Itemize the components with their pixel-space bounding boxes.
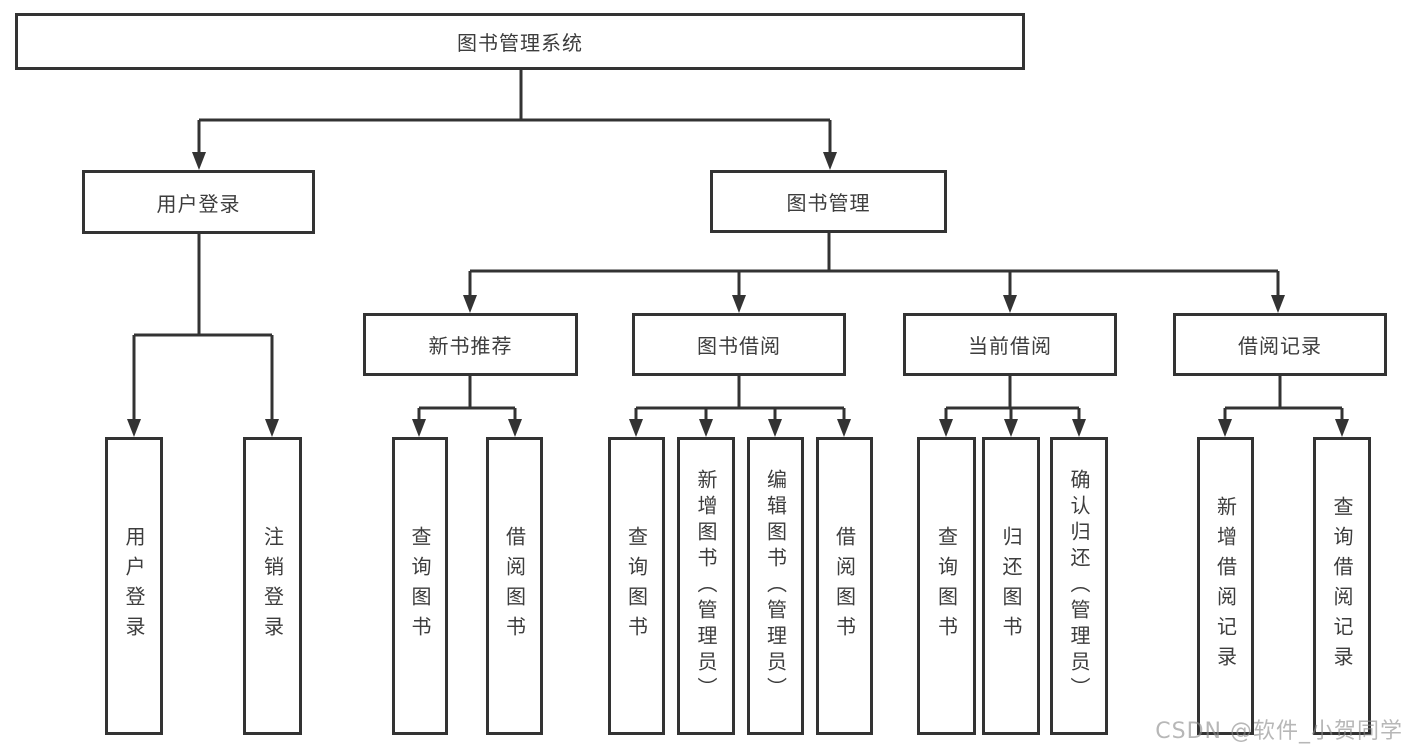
connector-borrow-record — [1223, 376, 1344, 425]
node-query-books-newrec: 查询图书 — [392, 437, 448, 735]
connector-root — [197, 70, 832, 158]
node-query-books-borrow: 查询图书 — [608, 437, 665, 735]
node-user-login-label: 用户登录 — [156, 191, 241, 216]
connector-book-borrow — [634, 376, 846, 425]
node-current-borrowing: 当前借阅 — [903, 313, 1117, 376]
node-add-borrow-record-label: 新增借阅记录 — [1213, 496, 1238, 676]
node-query-books-current: 查询图书 — [917, 437, 976, 735]
node-borrow-books-borrow: 借阅图书 — [816, 437, 873, 735]
node-user-login-leaf: 用户登录 — [105, 437, 163, 735]
node-add-books-admin: 新增图书（管理员） — [677, 437, 735, 735]
node-new-book-recommend-label: 新书推荐 — [428, 334, 513, 358]
node-confirm-return-admin: 确认归还（管理员） — [1050, 437, 1108, 735]
node-logout-label: 注销登录 — [260, 526, 285, 646]
node-add-books-admin-label: 新增图书（管理员） — [694, 469, 718, 703]
node-user-login-leaf-label: 用户登录 — [122, 526, 146, 646]
node-borrowing-records: 借阅记录 — [1173, 313, 1387, 376]
node-query-borrow-record-label: 查询借阅记录 — [1330, 496, 1354, 676]
node-query-books-borrow-label: 查询图书 — [624, 526, 649, 646]
node-new-book-recommend: 新书推荐 — [363, 313, 578, 376]
node-borrow-books-newrec-label: 借阅图书 — [502, 526, 527, 646]
node-user-login: 用户登录 — [82, 170, 315, 234]
node-root: 图书管理系统 — [15, 13, 1025, 70]
node-logout: 注销登录 — [243, 437, 302, 735]
connector-book-management — [468, 233, 1280, 301]
node-book-management-label: 图书管理 — [786, 191, 871, 215]
node-book-management: 图书管理 — [710, 170, 947, 233]
node-edit-books-admin-label: 编辑图书（管理员） — [763, 469, 788, 703]
csdn-watermark: CSDN @软件_小贺同学 — [1155, 719, 1403, 744]
node-return-books: 归还图书 — [982, 437, 1040, 735]
node-borrowing-records-label: 借阅记录 — [1238, 334, 1322, 358]
node-borrow-books-newrec: 借阅图书 — [486, 437, 543, 735]
connector-new-book — [417, 376, 517, 425]
node-borrow-books-borrow-label: 借阅图书 — [832, 526, 857, 646]
node-book-borrowing-label: 图书借阅 — [697, 334, 781, 358]
node-book-borrowing: 图书借阅 — [632, 313, 846, 376]
node-return-books-label: 归还图书 — [999, 526, 1023, 646]
node-edit-books-admin: 编辑图书（管理员） — [747, 437, 804, 735]
node-current-borrowing-label: 当前借阅 — [968, 334, 1052, 358]
node-query-books-current-label: 查询图书 — [934, 526, 959, 646]
node-add-borrow-record: 新增借阅记录 — [1197, 437, 1254, 735]
node-query-borrow-record: 查询借阅记录 — [1313, 437, 1371, 735]
connector-current-borrow — [944, 376, 1081, 425]
node-root-label: 图书管理系统 — [457, 31, 583, 55]
node-confirm-return-admin-label: 确认归还（管理员） — [1067, 469, 1091, 703]
node-query-books-newrec-label: 查询图书 — [408, 526, 432, 646]
connector-user-login — [132, 234, 274, 425]
